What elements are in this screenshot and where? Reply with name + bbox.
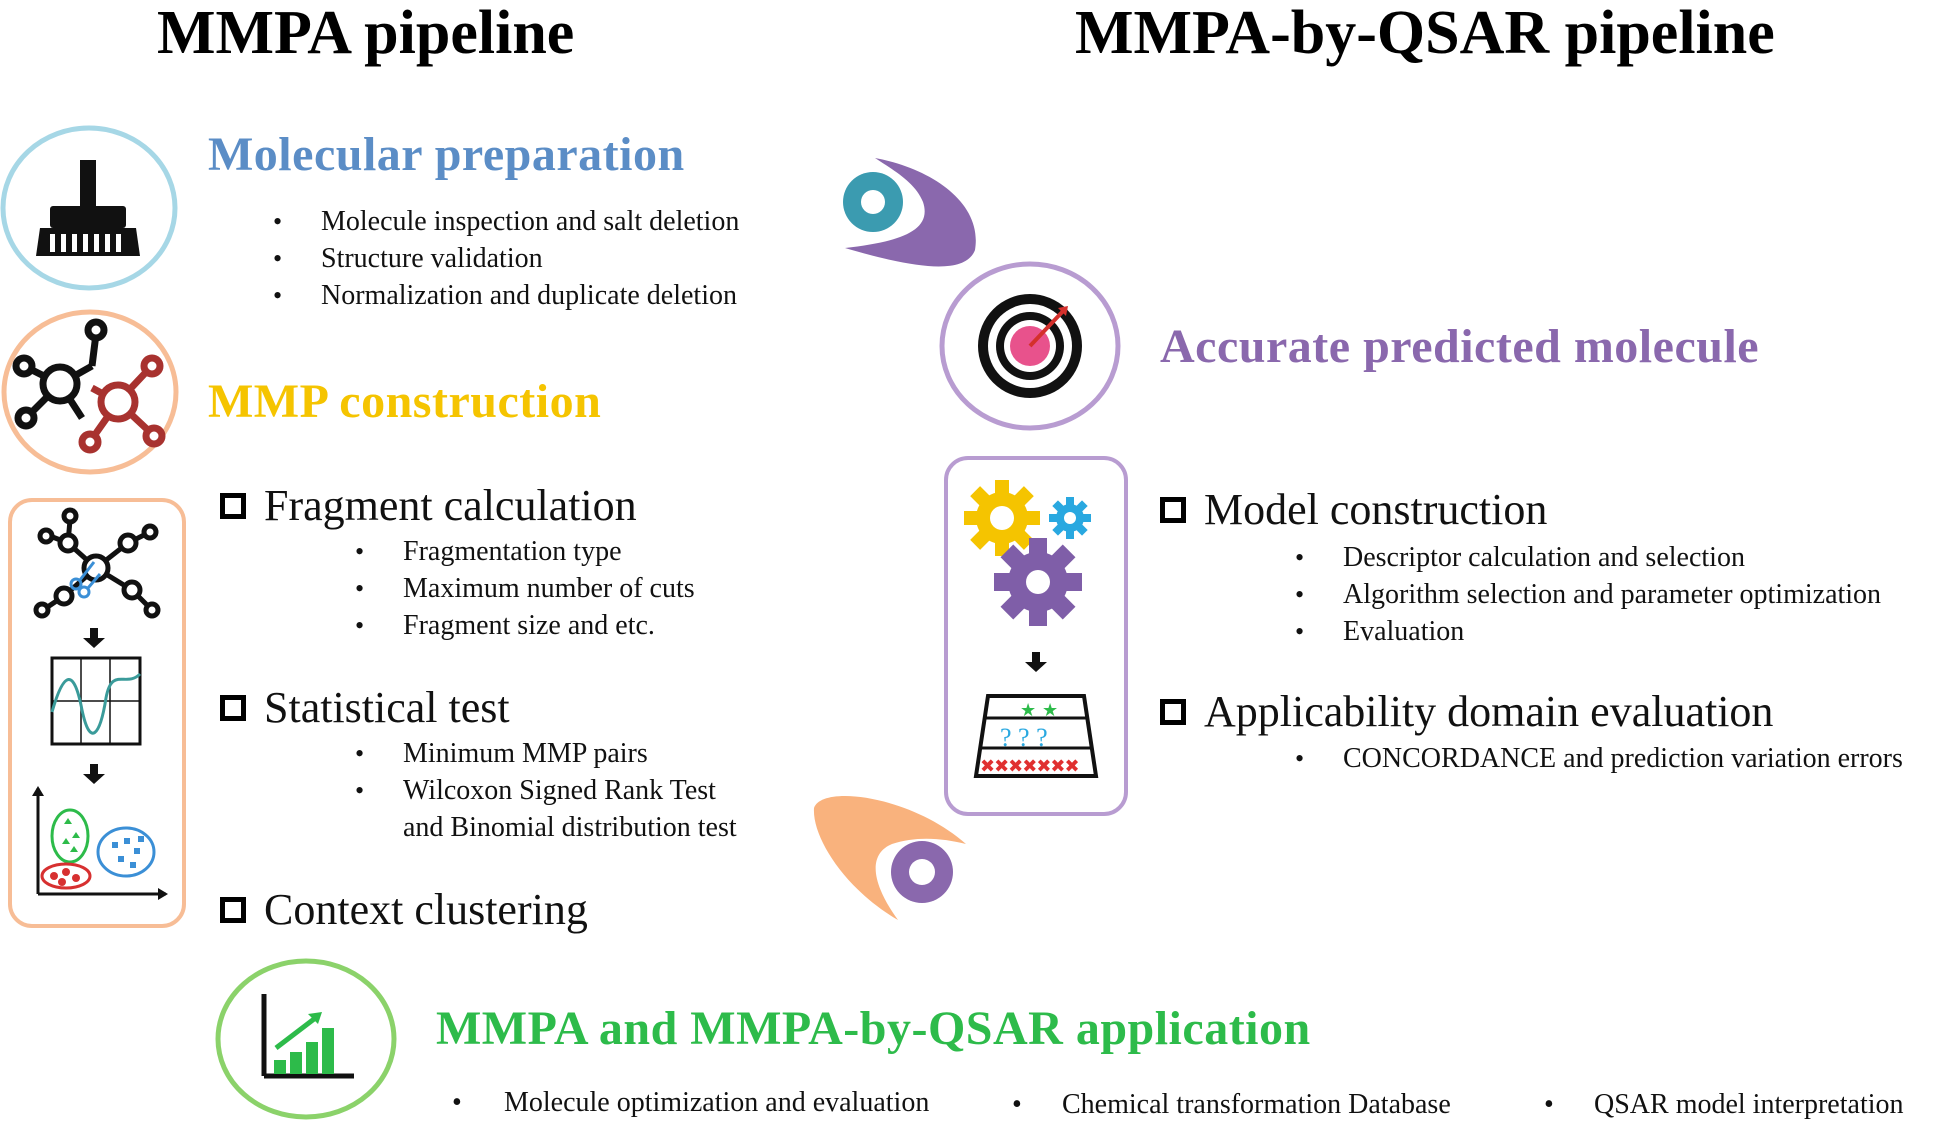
- decorative-arc-top-icon: [843, 158, 976, 267]
- decorative-arc-bottom-icon: [813, 796, 966, 920]
- list-item: •Wilcoxon Signed Rank Test: [355, 775, 716, 806]
- context-clustering-title: Context clustering: [220, 888, 588, 932]
- fragment-calculation-title: Fragment calculation: [220, 484, 637, 528]
- statistical-test-title: Statistical test: [220, 686, 510, 730]
- svg-text:★: ★: [1042, 700, 1058, 721]
- list-item: •Structure validation: [273, 243, 543, 274]
- list-item: •Maximum number of cuts: [355, 573, 695, 604]
- growth-chart-icon: [215, 958, 397, 1120]
- mmpa-pipeline-title: MMPA pipeline: [157, 0, 575, 67]
- molecule-network-icon: [1, 309, 179, 475]
- model-workflow-panel: ★ ★ ? ? ? ✖✖✖✖✖✖✖: [944, 456, 1128, 816]
- accurate-predicted-molecule-title: Accurate predicted molecule: [1160, 320, 1760, 373]
- question-table-icon: ★ ★ ? ? ? ✖✖✖✖✖✖✖: [973, 694, 1099, 778]
- list-item: •CONCORDANCE and prediction variation er…: [1295, 743, 1903, 774]
- list-item: •Normalization and duplicate deletion: [273, 280, 737, 311]
- list-item: •Algorithm selection and parameter optim…: [1295, 579, 1882, 610]
- mmpa-by-qsar-pipeline-title: MMPA-by-QSAR pipeline: [1075, 0, 1775, 67]
- applicability-domain-list: •CONCORDANCE and prediction variation er…: [1295, 740, 1903, 777]
- list-item: •Fragment size and etc.: [355, 610, 655, 641]
- gears-icon: [964, 480, 1091, 626]
- mmp-construction-title: MMP construction: [208, 375, 602, 428]
- application-title: MMPA and MMPA-by-QSAR application: [436, 1002, 1311, 1055]
- broom-icon: [0, 125, 178, 291]
- applicability-domain-title: Applicability domain evaluation: [1160, 690, 1773, 734]
- model-construction-list: •Descriptor calculation and selection •A…: [1295, 539, 1882, 650]
- list-item: •Fragmentation type: [355, 536, 622, 567]
- mmp-workflow-panel: [8, 498, 186, 928]
- molecular-preparation-title: Molecular preparation: [208, 128, 685, 181]
- molecular-preparation-list: •Molecule inspection and salt deletion •…: [273, 203, 740, 314]
- fragment-calculation-list: •Fragmentation type •Maximum number of c…: [355, 533, 695, 644]
- statistical-test-continuation: and Binomial distribution test: [403, 812, 737, 843]
- svg-text:★: ★: [1020, 700, 1036, 721]
- model-construction-title: Model construction: [1160, 488, 1547, 532]
- checkbox-square-icon: [1160, 496, 1186, 523]
- list-item: •Evaluation: [1295, 616, 1465, 647]
- svg-text:? ? ?: ? ? ?: [1000, 723, 1048, 752]
- checkbox-square-icon: [220, 694, 246, 721]
- target-icon: [939, 261, 1121, 431]
- list-item: •Minimum MMP pairs: [355, 738, 648, 769]
- checkbox-square-icon: [220, 896, 246, 923]
- statistical-test-list: •Minimum MMP pairs •Wilcoxon Signed Rank…: [355, 735, 716, 809]
- list-item: •Descriptor calculation and selection: [1295, 542, 1745, 573]
- list-item: •Molecule inspection and salt deletion: [273, 206, 740, 237]
- checkbox-square-icon: [220, 492, 246, 519]
- svg-text:✖✖✖✖✖✖✖: ✖✖✖✖✖✖✖: [980, 756, 1079, 777]
- checkbox-square-icon: [1160, 698, 1186, 725]
